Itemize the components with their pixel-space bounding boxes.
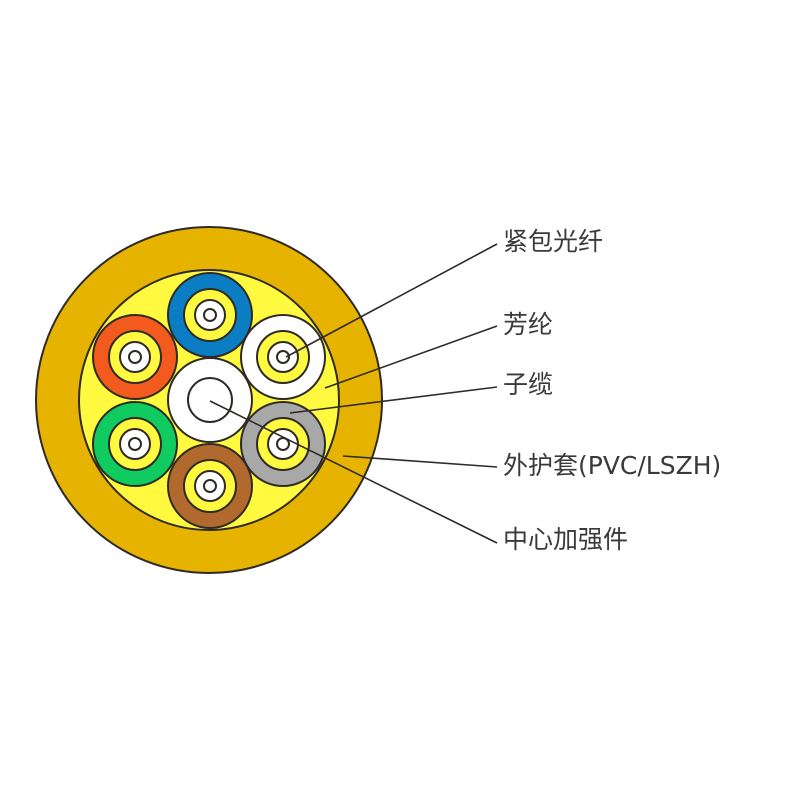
- fiber-core: [276, 350, 290, 364]
- leader-line-aramid: [324, 325, 498, 389]
- label-central-strength-member: 中心加强件: [503, 525, 629, 554]
- subunit-cable: [167, 272, 253, 358]
- leader-line-subunit-cable: [289, 386, 498, 414]
- central-strength-member-core: [187, 377, 233, 423]
- fiber-core: [203, 308, 217, 322]
- leader-line-tight-buffer-fiber: [285, 243, 498, 358]
- label-aramid: 芳纶: [503, 310, 554, 339]
- subunit-cable: [167, 443, 253, 529]
- fiber-core: [128, 437, 142, 451]
- leader-line-central-strength-member: [209, 400, 498, 544]
- leader-line-outer-jacket: [342, 455, 498, 468]
- subunit-cable: [240, 314, 326, 400]
- subunit-cable: [92, 314, 178, 400]
- subunit-cable: [92, 401, 178, 487]
- subunit-cable: [240, 401, 326, 487]
- fiber-core: [203, 479, 217, 493]
- fiber-core: [128, 350, 142, 364]
- label-outer-jacket: 外护套(PVC/LSZH): [503, 451, 722, 480]
- label-subunit-cable: 子缆: [503, 370, 554, 399]
- label-tight-buffer-fiber: 紧包光纤: [503, 227, 604, 256]
